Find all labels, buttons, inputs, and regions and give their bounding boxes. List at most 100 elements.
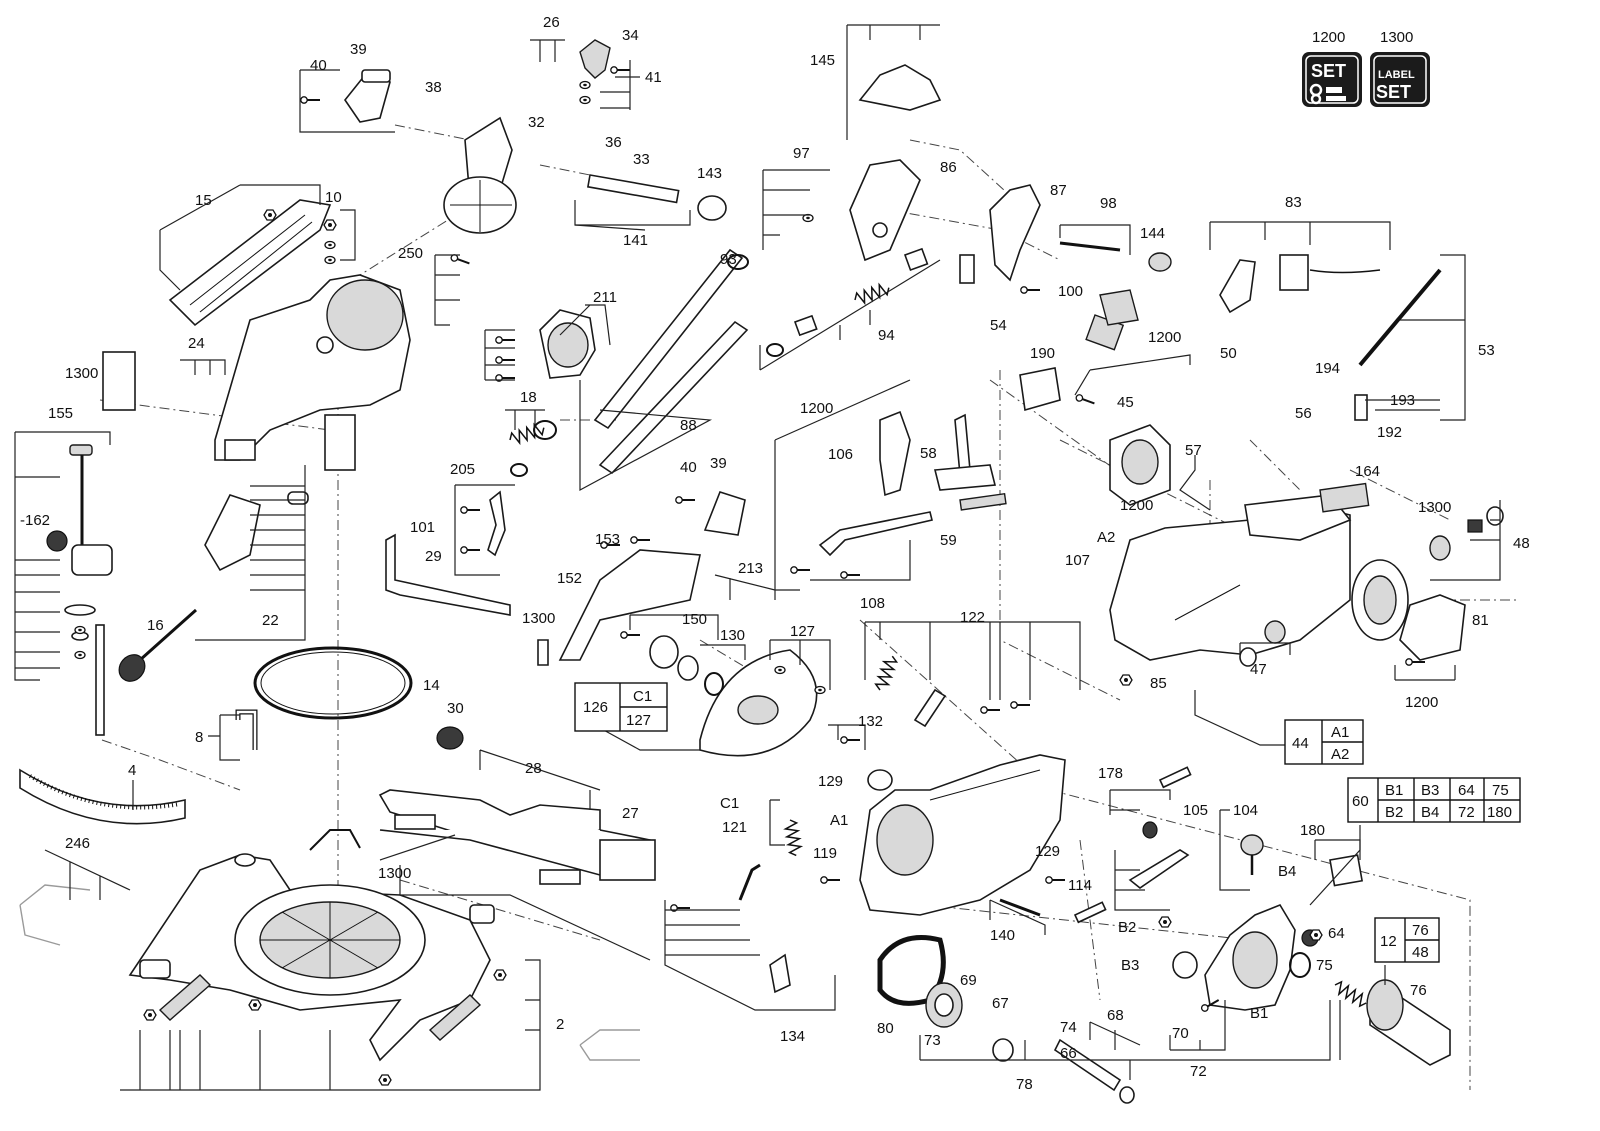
callout-15: 15 — [195, 192, 212, 209]
svg-text:1200: 1200 — [1312, 29, 1345, 46]
label-plate-1300-a — [102, 351, 136, 411]
callout-141: 141 — [623, 232, 648, 249]
gearbox-A1 — [859, 754, 1066, 916]
label-plate-194 — [1099, 289, 1139, 326]
svg-text:127: 127 — [626, 712, 651, 729]
callout-122: 122 — [960, 609, 985, 626]
table-126-c1-127: 126 C1 127 — [574, 682, 668, 732]
callout-66: 66 — [1060, 1045, 1077, 1062]
callout-58: 58 — [920, 445, 937, 462]
callout-88: 88 — [680, 417, 697, 434]
extension-28 — [378, 789, 656, 885]
power-cord-53 — [1358, 268, 1442, 367]
callout-36: 36 — [605, 134, 622, 151]
switch-assembly-83 — [1219, 254, 1381, 314]
lever-34 — [579, 39, 611, 79]
bevel-knob-16 — [118, 608, 197, 682]
callout-1300-d: 1300 — [522, 610, 555, 627]
callout-132: 132 — [858, 713, 883, 730]
callout-106: 106 — [828, 446, 853, 463]
callout-144: 144 — [1140, 225, 1165, 242]
housing-211 — [539, 309, 596, 379]
label-plate-1300-b — [324, 414, 356, 471]
base-casting-2 — [128, 853, 495, 1062]
callout-B3: B3 — [1121, 957, 1139, 974]
svg-text:A1: A1 — [1331, 724, 1349, 741]
svg-text:B1: B1 — [1385, 782, 1403, 799]
belt-80 — [877, 935, 946, 1006]
svg-text:B2: B2 — [1385, 804, 1403, 821]
svg-text:180: 180 — [1487, 804, 1512, 821]
callout-143: 143 — [697, 165, 722, 182]
callout-134: 134 — [780, 1028, 805, 1045]
rails-88 — [593, 248, 749, 475]
svg-text:12: 12 — [1380, 933, 1397, 950]
callout-57: 57 — [1185, 442, 1202, 459]
callout-18: 18 — [520, 389, 537, 406]
callout-105: 105 — [1183, 802, 1208, 819]
callout-87: 87 — [1050, 182, 1067, 199]
dust-port-39 — [344, 69, 391, 123]
callout-33: 33 — [633, 151, 650, 168]
callout-41: 41 — [645, 69, 662, 86]
svg-text:A2: A2 — [1331, 746, 1349, 763]
callout-1200-d: 1200 — [1405, 694, 1438, 711]
callout-45: 45 — [1117, 394, 1134, 411]
callout-53: 53 — [1478, 342, 1495, 359]
tools-icon — [1309, 83, 1346, 105]
callout-121: 121 — [722, 819, 747, 836]
callout-145: 145 — [810, 52, 835, 69]
label-set-badge-1300: 1300 LABEL SET — [1370, 29, 1430, 107]
callout-67: 67 — [992, 995, 1009, 1012]
svg-text:75: 75 — [1492, 782, 1509, 799]
upper-guard-152 — [558, 549, 701, 661]
callout-76: 76 — [1410, 982, 1427, 999]
armature-76 — [1366, 979, 1451, 1066]
miter-scale-4 — [19, 768, 186, 825]
callout-152: 152 — [557, 570, 582, 587]
callout-178: 178 — [1098, 765, 1123, 782]
callout-47: 47 — [1250, 661, 1267, 678]
callout-127: 127 — [790, 623, 815, 640]
callout-39-b: 39 — [710, 455, 727, 472]
callout-B4: B4 — [1278, 863, 1296, 880]
cover-145 — [858, 64, 942, 111]
callout-130: 130 — [720, 627, 745, 644]
table-60-parts: 60 B1 B3 64 75 B2 B4 72 180 — [1347, 777, 1521, 823]
knob-30 — [436, 726, 464, 750]
callout-14: 14 — [423, 677, 440, 694]
handle-8 — [235, 709, 258, 750]
ring-14 — [253, 646, 413, 720]
callout-194: 194 — [1315, 360, 1340, 377]
stator-45 — [1109, 424, 1171, 506]
callout-69: 69 — [960, 972, 977, 989]
callout-48: 48 — [1513, 535, 1530, 552]
callout-162: -162 — [20, 512, 50, 529]
callout-labels: 26 34 39 40 41 38 32 36 33 143 141 15 10… — [20, 14, 1530, 1093]
table-12-76-48: 12 76 48 — [1374, 917, 1440, 963]
callout-2: 2 — [556, 1016, 564, 1033]
callout-73: 73 — [924, 1032, 941, 1049]
svg-text:126: 126 — [583, 699, 608, 716]
callout-16: 16 — [147, 617, 164, 634]
svg-text:B4: B4 — [1421, 804, 1439, 821]
callout-86: 86 — [940, 159, 957, 176]
callout-85: 85 — [1150, 675, 1167, 692]
callout-81: 81 — [1472, 612, 1489, 629]
callout-72: 72 — [1190, 1063, 1207, 1080]
callout-1200-a: 1200 — [1148, 329, 1181, 346]
callout-250: 250 — [398, 245, 423, 262]
callout-38: 38 — [425, 79, 442, 96]
callout-32: 32 — [528, 114, 545, 131]
callout-100: 100 — [1058, 283, 1083, 300]
svg-text:64: 64 — [1458, 782, 1475, 799]
bracket-86 — [849, 159, 921, 262]
callout-246: 246 — [65, 835, 90, 852]
callout-129-a: 129 — [818, 773, 843, 790]
callout-75: 75 — [1316, 957, 1333, 974]
callout-22: 22 — [262, 612, 279, 629]
svg-text:60: 60 — [1352, 793, 1369, 810]
callout-93: 93 — [720, 251, 737, 268]
callout-A1: A1 — [830, 812, 848, 829]
